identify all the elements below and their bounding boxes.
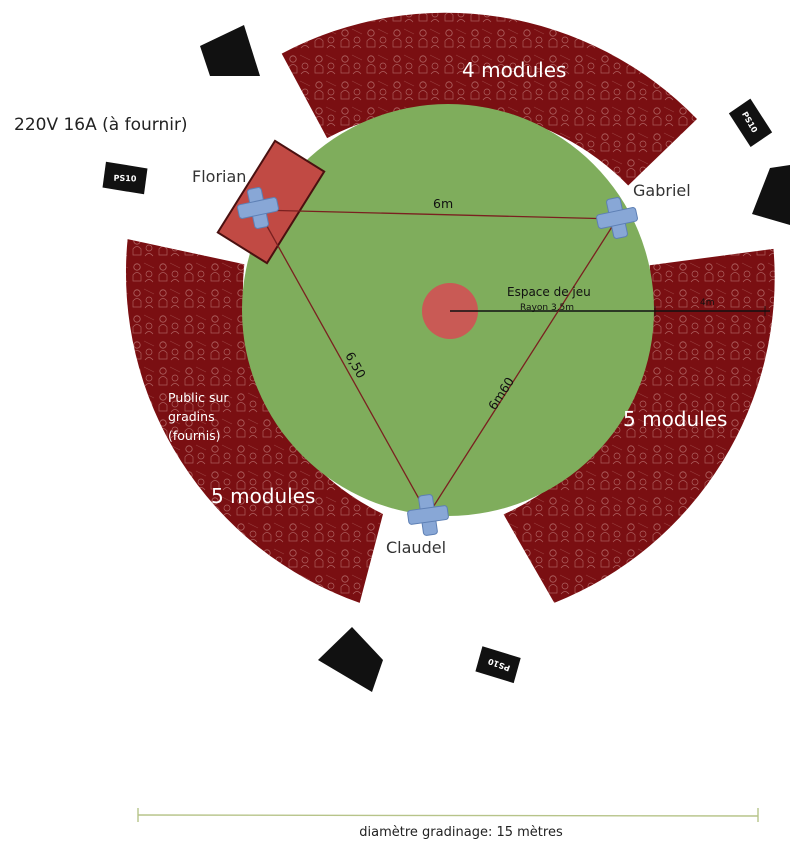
claudel-cross-icon bbox=[407, 494, 449, 536]
light-block-bottom bbox=[318, 627, 383, 692]
seating-top bbox=[281, 12, 697, 186]
light-block-right bbox=[752, 165, 790, 225]
distance-florian-gabriel: 6m bbox=[433, 196, 453, 211]
line-florian-claudel bbox=[257, 209, 429, 516]
public-note-line2: gradins bbox=[168, 409, 215, 424]
diameter-caption: diamètre gradinage: 15 mètres bbox=[359, 825, 563, 840]
gabriel-cross-icon bbox=[596, 197, 638, 239]
line-florian-gabriel bbox=[257, 209, 618, 220]
seating-left-label: 5 modules bbox=[211, 484, 315, 508]
line-gabriel-claudel bbox=[427, 218, 618, 516]
play-area-title: Espace de jeu bbox=[507, 285, 591, 299]
light-block-top-left bbox=[200, 25, 260, 76]
seating-right bbox=[503, 248, 775, 603]
public-note-line1: Public sur bbox=[168, 390, 229, 405]
player-claudel-label: Claudel bbox=[386, 538, 446, 557]
power-note: 220V 16A (à fournir) bbox=[14, 115, 188, 135]
distance-radius-extension: 4m bbox=[700, 298, 715, 308]
florian-cross-icon bbox=[237, 187, 279, 229]
player-florian-label: Florian bbox=[192, 167, 246, 186]
player-gabriel-label: Gabriel bbox=[633, 181, 691, 200]
svg-text:PS10: PS10 bbox=[113, 174, 136, 184]
seating-left bbox=[125, 239, 384, 603]
seating-top-label: 4 modules bbox=[462, 58, 566, 82]
seating-right-label: 5 modules bbox=[623, 407, 727, 431]
diameter-line bbox=[137, 814, 759, 817]
play-area-radius: Rayon 3,5m bbox=[520, 303, 574, 313]
ps10-spotlight-left: PS10 bbox=[102, 161, 148, 195]
ps10-spotlight-bottom: PS10 bbox=[475, 646, 521, 684]
ps10-spotlight-top-right: PS10 bbox=[728, 98, 773, 148]
public-note-line3: (fournis) bbox=[168, 428, 221, 443]
